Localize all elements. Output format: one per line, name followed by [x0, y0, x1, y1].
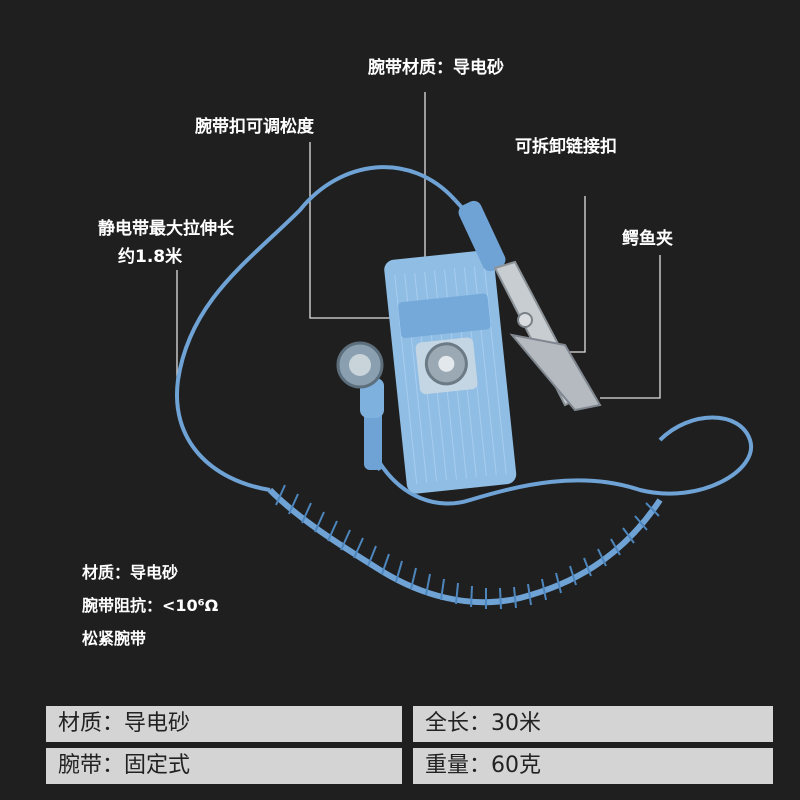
- label-max-length-line1: 静电带最大拉伸长: [98, 219, 234, 239]
- spec-material: 材质：导电砂: [82, 563, 179, 582]
- label-detachable-buckle: 可拆卸链接扣: [515, 137, 617, 157]
- alligator-clip: [493, 260, 602, 412]
- label-alligator-clip: 鳄鱼夹: [622, 229, 673, 249]
- wrist-strap: [384, 250, 517, 494]
- clip-connector: [458, 200, 506, 272]
- spec-cell-wristband: 腕带：固定式: [46, 748, 402, 784]
- snap-button-center: [349, 354, 371, 376]
- snap-plug: [364, 410, 382, 470]
- spec-resistance: 腕带阻抗：<10⁶Ω: [82, 596, 219, 615]
- cable-lower: [373, 415, 754, 506]
- label-adjustable-buckle: 腕带扣可调松度: [195, 117, 314, 137]
- spec-cell-length: 全长：30米: [413, 706, 773, 742]
- coil-rings: [275, 484, 660, 610]
- spec-cell-weight: 重量：60克: [413, 748, 773, 784]
- label-wristband-material: 腕带材质：导电砂: [368, 58, 504, 78]
- strap-snap-center: [438, 355, 455, 372]
- coiled-cable: [267, 487, 663, 606]
- label-max-length-line2: 约1.8米: [118, 247, 183, 267]
- strap-buckle: [398, 293, 491, 338]
- callout-line-clip: [600, 255, 661, 399]
- snap-housing: [360, 378, 384, 418]
- spec-cell-material: 材质：导电砂: [46, 706, 402, 742]
- spec-type: 松紧腕带: [82, 629, 147, 648]
- cable: [175, 165, 457, 492]
